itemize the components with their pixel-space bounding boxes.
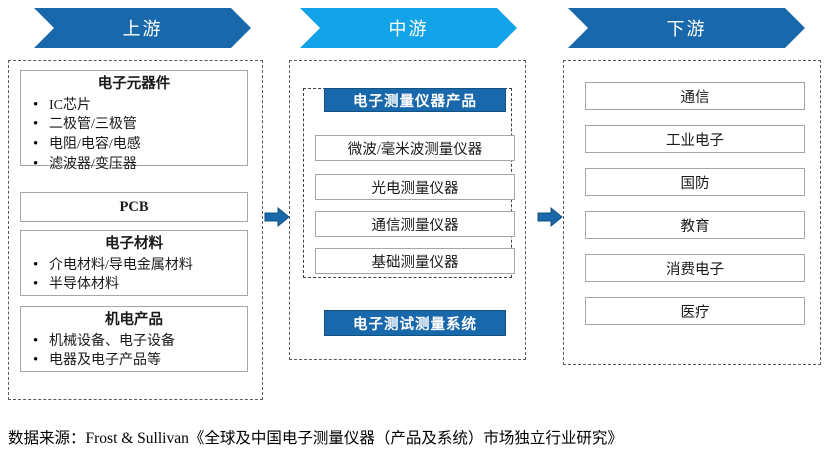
list-item: 电阻/电容/电感 xyxy=(33,134,247,155)
downstream-item-label: 国防 xyxy=(680,175,710,192)
midstream-product-label: 基础测量仪器 xyxy=(371,254,459,271)
midstream-product-item: 光电测量仪器 xyxy=(315,174,515,200)
card-electronic-components: 电子元器件 IC芯片 二极管/三极管 电阻/电容/电感 滤波器/变压器 xyxy=(20,70,248,175)
right-arrow-icon xyxy=(537,207,563,227)
banner-downstream: 下游 xyxy=(568,8,805,48)
midstream-header-box: 电子测量仪器产品 xyxy=(324,88,506,112)
midstream-header-label: 电子测量仪器产品 xyxy=(353,93,477,110)
midstream-product-label: 通信测量仪器 xyxy=(371,217,459,234)
card-electronic-materials: 电子材料 介电材料/导电金属材料 半导体材料 xyxy=(20,230,248,296)
source-note: 数据来源：Frost & Sullivan《全球及中国电子测量仪器（产品及系统）… xyxy=(8,430,623,447)
list-item: 滤波器/变压器 xyxy=(33,154,247,175)
downstream-item: 国防 xyxy=(585,168,805,196)
midstream-system-box: 电子测试测量系统 xyxy=(324,310,506,336)
downstream-item-label: 医疗 xyxy=(680,304,710,321)
card-title: 电子材料 xyxy=(105,236,163,252)
card-title: 电子元器件 xyxy=(97,76,171,92)
midstream-product-label: 光电测量仪器 xyxy=(371,180,459,197)
midstream-product-item: 微波/毫米波测量仪器 xyxy=(315,135,515,161)
banner-upstream: 上游 xyxy=(34,8,251,48)
downstream-item: 工业电子 xyxy=(585,125,805,153)
downstream-item: 教育 xyxy=(585,211,805,239)
midstream-product-item: 基础测量仪器 xyxy=(315,248,515,274)
midstream-product-label: 微波/毫米波测量仪器 xyxy=(347,141,483,158)
banner-downstream-label: 下游 xyxy=(666,19,707,39)
card-pcb: PCB xyxy=(20,192,248,222)
card-title: 机电产品 xyxy=(105,312,163,328)
card-electromechanical-products: 机电产品 机械设备、电子设备 电器及电子产品等 xyxy=(20,306,248,372)
downstream-item-label: 通信 xyxy=(680,89,710,106)
midstream-system-label: 电子测试测量系统 xyxy=(353,316,477,333)
list-item: 电器及电子产品等 xyxy=(33,350,247,371)
right-arrow-icon xyxy=(264,207,290,227)
bullet-list: 介电材料/导电金属材料 半导体材料 xyxy=(21,255,247,296)
list-item: 介电材料/导电金属材料 xyxy=(33,255,247,276)
list-item: 机械设备、电子设备 xyxy=(33,331,247,352)
downstream-item-label: 工业电子 xyxy=(666,132,724,149)
downstream-item: 医疗 xyxy=(585,297,805,325)
banner-upstream-label: 上游 xyxy=(122,19,163,39)
downstream-item-label: 消费电子 xyxy=(666,261,724,278)
downstream-item: 消费电子 xyxy=(585,254,805,282)
midstream-product-item: 通信测量仪器 xyxy=(315,211,515,237)
list-item: 二极管/三极管 xyxy=(33,114,247,135)
card-title: PCB xyxy=(119,199,149,215)
bullet-list: 机械设备、电子设备 电器及电子产品等 xyxy=(21,331,247,372)
banner-midstream-label: 中游 xyxy=(388,19,429,39)
downstream-item-label: 教育 xyxy=(680,218,710,235)
list-item: IC芯片 xyxy=(33,95,247,116)
list-item: 半导体材料 xyxy=(33,274,247,295)
bullet-list: IC芯片 二极管/三极管 电阻/电容/电感 滤波器/变压器 xyxy=(21,95,247,176)
banner-midstream: 中游 xyxy=(300,8,517,48)
downstream-item: 通信 xyxy=(585,82,805,110)
